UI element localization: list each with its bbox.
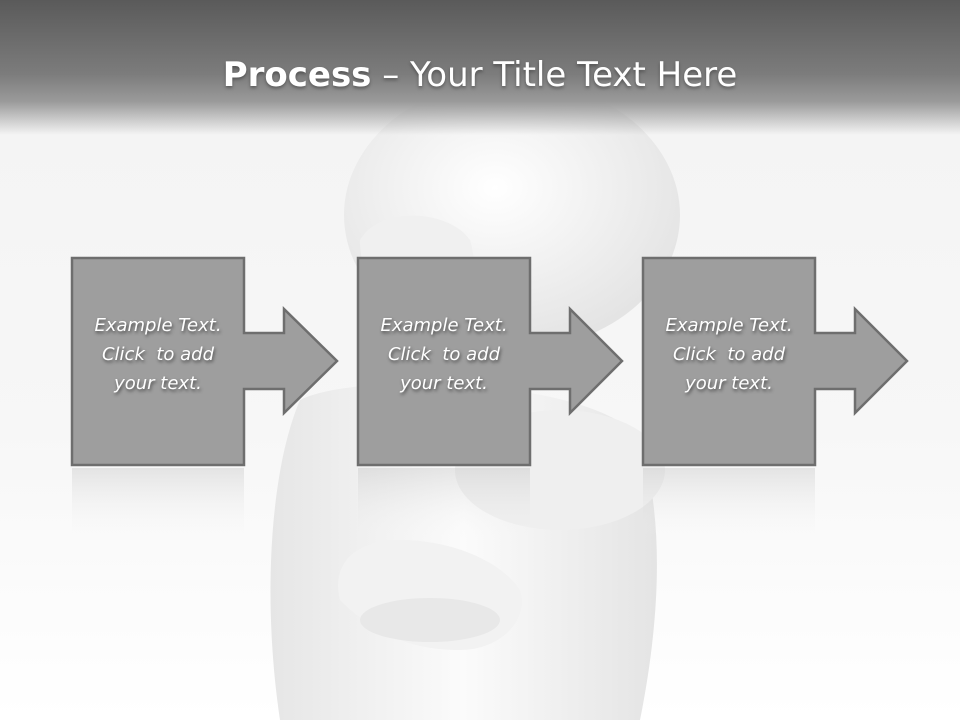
step-line: Example Text. xyxy=(380,315,508,336)
title-bold: Process xyxy=(222,55,372,95)
step-line: your text. xyxy=(685,373,773,394)
arrow-right-icon xyxy=(70,256,339,467)
process-step-1-text[interactable]: Example Text. Click to add your text. xyxy=(72,311,244,398)
step-line: Example Text. xyxy=(665,315,793,336)
step-line: Click to add xyxy=(672,344,785,365)
process-step-2-shape[interactable] xyxy=(356,256,624,467)
step-line: Click to add xyxy=(387,344,500,365)
process-step-1-shape[interactable] xyxy=(70,256,339,467)
arrow-right-icon xyxy=(356,256,624,467)
title-rest: – Your Title Text Here xyxy=(371,55,738,95)
step-line: Click to add xyxy=(101,344,214,365)
process-step-2-text[interactable]: Example Text. Click to add your text. xyxy=(358,311,530,398)
header-band xyxy=(0,0,960,135)
process-step-3-shape[interactable] xyxy=(641,256,909,467)
step-line: your text. xyxy=(400,373,488,394)
page-title[interactable]: Process – Your Title Text Here xyxy=(0,52,960,98)
arrow-right-icon xyxy=(641,256,909,467)
process-step-3-text[interactable]: Example Text. Click to add your text. xyxy=(643,311,815,398)
step-line: Example Text. xyxy=(94,315,222,336)
step-line: your text. xyxy=(114,373,202,394)
